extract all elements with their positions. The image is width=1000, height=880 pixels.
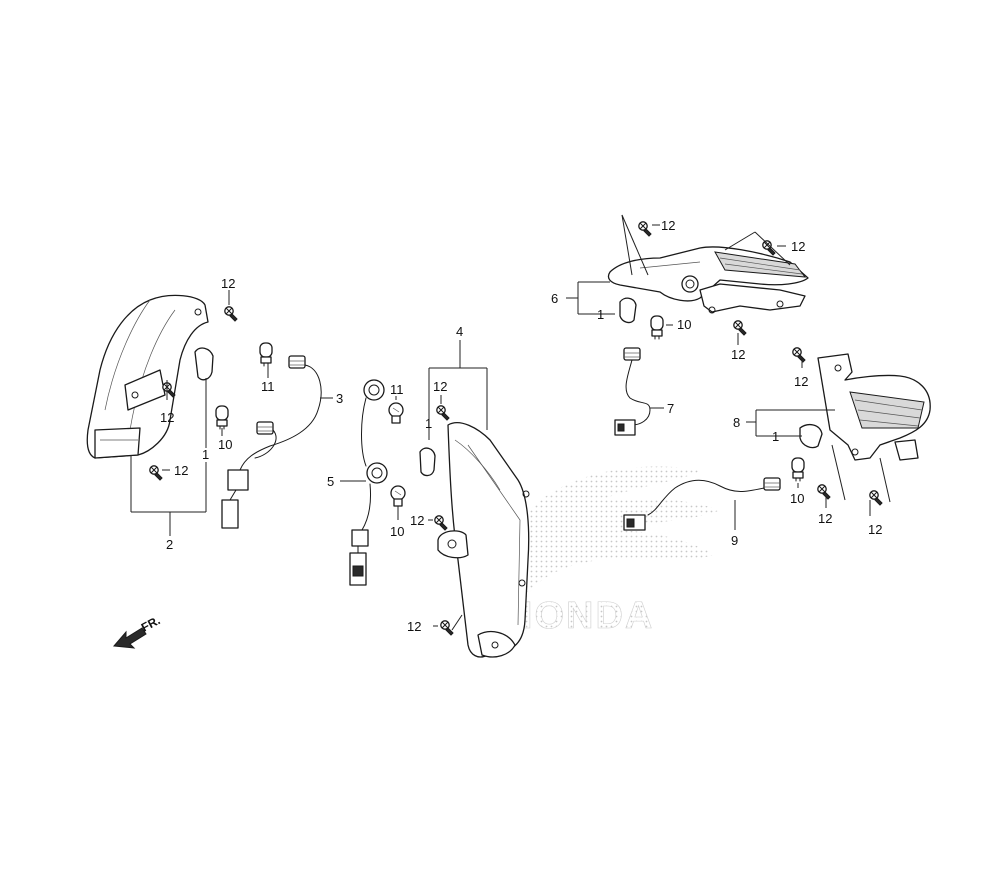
harness-part-7: [614, 347, 651, 436]
callout-11: 11: [390, 382, 404, 397]
leader-lines-right: [734, 358, 891, 530]
callout-12: 12: [407, 619, 421, 634]
callout-10: 10: [790, 491, 804, 506]
bulb-part-10-right: [791, 457, 805, 482]
screw-icon: [434, 515, 448, 531]
harness-part-9: [623, 477, 781, 531]
screw-icon: [149, 465, 163, 481]
callout-5: 5: [327, 474, 334, 489]
callout-12: 12: [410, 513, 424, 528]
callout-6: 6: [551, 291, 558, 306]
leader-lines-top-right: [566, 214, 791, 409]
screw-icon: [638, 221, 652, 237]
leader-lines-left: [130, 290, 333, 536]
callout-7: 7: [667, 401, 674, 416]
callout-12: 12: [794, 374, 808, 389]
screw-icon: [869, 490, 883, 506]
lens-part-1-tail: [619, 297, 637, 324]
callout-2: 2: [166, 537, 173, 552]
screw-icon: [440, 620, 454, 636]
position-light-housing-part-4: [437, 422, 530, 658]
bulb-part-10-left: [215, 405, 229, 430]
honda-wing-logo: [520, 466, 720, 600]
tail-light-part-6: [607, 246, 809, 314]
screw-icon: [733, 320, 747, 336]
callout-4: 4: [456, 324, 463, 339]
bulb-part-11-center: [388, 402, 404, 424]
callout-11: 11: [261, 379, 275, 394]
license-light-part-8: [817, 353, 931, 461]
lens-part-1-center: [419, 447, 436, 477]
screw-icon: [792, 347, 806, 363]
callout-9: 9: [731, 533, 738, 548]
harness-part-5: [349, 379, 388, 586]
bulb-part-11-left: [259, 342, 273, 367]
callout-3: 3: [336, 391, 343, 406]
bulb-part-10-center: [390, 485, 406, 507]
callout-12: 12: [174, 463, 188, 478]
callout-1: 1: [597, 307, 604, 322]
honda-wordmark: HONDA: [505, 595, 654, 637]
screw-icon: [436, 405, 450, 421]
lens-part-1-right: [799, 423, 823, 449]
callout-1: 1: [202, 447, 209, 462]
callout-12: 12: [818, 511, 832, 526]
callout-10: 10: [677, 317, 691, 332]
callout-12: 12: [160, 410, 174, 425]
callout-12: 12: [791, 239, 805, 254]
callout-8: 8: [733, 415, 740, 430]
front-light-housing-part-2: [86, 294, 209, 459]
callout-12: 12: [868, 522, 882, 537]
lens-part-1-left: [194, 347, 214, 381]
bulb-part-10-tail: [650, 315, 664, 340]
screw-icon: [224, 306, 238, 322]
callout-labels: 12 12 12 1 2 11 10 3 4 12 11 1 5 12 10 1…: [160, 218, 882, 634]
honda-watermark: HONDA: [505, 466, 720, 637]
callout-10: 10: [218, 437, 232, 452]
leader-lines-center: [340, 340, 488, 631]
callout-12: 12: [433, 379, 447, 394]
callout-1: 1: [425, 416, 432, 431]
front-direction-arrow: FR.: [112, 613, 162, 649]
callout-12: 12: [731, 347, 745, 362]
callout-10: 10: [390, 524, 404, 539]
screw-icon: [762, 240, 776, 256]
screw-icon: [817, 484, 831, 500]
callout-12: 12: [661, 218, 675, 233]
callout-12: 12: [221, 276, 235, 291]
harness-part-3: [221, 355, 322, 529]
callout-1: 1: [772, 429, 779, 444]
